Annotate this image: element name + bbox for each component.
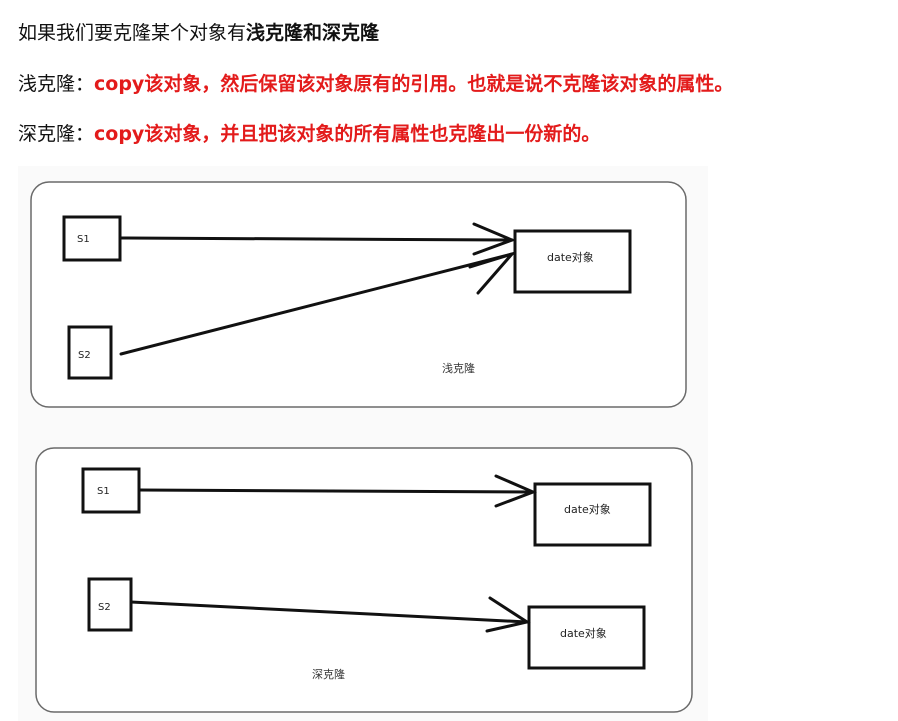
deep-clone-line: 深克隆：copy该对象，并且把该对象的所有属性也克隆出一份新的。 bbox=[18, 122, 600, 146]
shallow-date-object-box bbox=[513, 229, 632, 294]
shallow-clone-label: 浅克隆： bbox=[18, 73, 95, 95]
shallow-s2-box bbox=[67, 325, 113, 380]
shallow-date-object-label: date对象 bbox=[547, 250, 594, 264]
shallow-arrow-s1 bbox=[118, 222, 517, 256]
shallow-s1-label: S1 bbox=[77, 234, 90, 245]
intro-prefix: 如果我们要克隆某个对象有 bbox=[18, 22, 247, 44]
shallow-arrow-s2 bbox=[119, 251, 517, 356]
shallow-clone-caption: 浅克隆 bbox=[442, 361, 475, 375]
deep-s1-box bbox=[81, 467, 141, 514]
deep-date-object-box-1 bbox=[533, 482, 652, 547]
deep-s1-label: S1 bbox=[97, 486, 110, 497]
deep-clone-caption: 深克隆 bbox=[312, 667, 345, 681]
deep-arrow-s2 bbox=[129, 596, 531, 633]
deep-clone-definition: copy该对象，并且把该对象的所有属性也克隆出一份新的。 bbox=[94, 123, 601, 145]
intro-line: 如果我们要克隆某个对象有浅克隆和深克隆 bbox=[18, 21, 379, 45]
deep-date-object-label-1: date对象 bbox=[564, 502, 611, 516]
deep-arrow-s1 bbox=[137, 474, 537, 508]
shallow-clone-definition: copy该对象，然后保留该对象原有的引用。也就是说不克隆该对象的属性。 bbox=[94, 73, 734, 95]
intro-emphasis: 浅克隆和深克隆 bbox=[246, 22, 380, 44]
shallow-clone-diagram: S1 S2 date对象 浅克隆 bbox=[30, 181, 687, 408]
shallow-clone-line: 浅克隆：copy该对象，然后保留该对象原有的引用。也就是说不克隆该对象的属性。 bbox=[18, 72, 733, 96]
deep-s2-label: S2 bbox=[98, 602, 111, 613]
deep-s2-box bbox=[87, 577, 133, 632]
shallow-s1-box bbox=[62, 215, 122, 262]
shallow-s2-label: S2 bbox=[78, 350, 91, 361]
deep-date-object-box-2 bbox=[527, 605, 646, 670]
deep-clone-diagram: S1 S2 date对象 date对象 深克隆 bbox=[35, 447, 693, 713]
deep-date-object-label-2: date对象 bbox=[560, 626, 607, 640]
deep-clone-label: 深克隆： bbox=[18, 123, 95, 145]
